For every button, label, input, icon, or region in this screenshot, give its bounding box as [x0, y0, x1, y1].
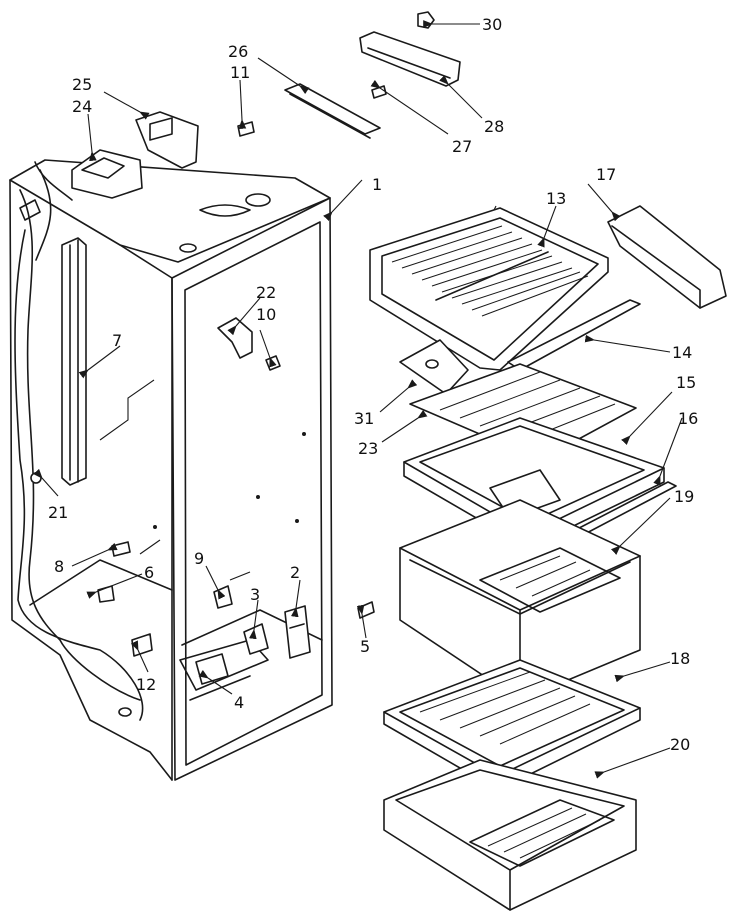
callout-28: 28: [484, 117, 504, 136]
callout-25: 25: [72, 75, 92, 94]
top-bracket-26: [284, 83, 381, 139]
light-housing: [71, 111, 199, 199]
vertical-shelf-rail: [61, 237, 87, 486]
crisper-cover-15: [403, 417, 665, 549]
bracket-3: [243, 623, 269, 655]
callout-26: 26: [228, 42, 248, 61]
wire-shelf-13: [369, 207, 609, 371]
callout-24: 24: [72, 97, 92, 116]
callout-14: 14: [672, 343, 692, 362]
door-bin-17: [607, 205, 727, 309]
callout-19: 19: [674, 487, 694, 506]
lower-drawer-20: [383, 759, 637, 911]
control-2: [284, 605, 311, 659]
callout-2: 2: [290, 563, 300, 582]
callout-3: 3: [250, 585, 260, 604]
callout-8: 8: [54, 557, 64, 576]
callout-22: 22: [256, 283, 276, 302]
callout-27: 27: [452, 137, 472, 156]
callout-labels: 30 26 11 25 24 28 27 1 17 13 22 10 7 14 …: [48, 15, 698, 754]
callout-11: 11: [230, 63, 250, 82]
leader-lines: [33, 20, 683, 779]
callout-17: 17: [596, 165, 616, 184]
screw-10: [265, 355, 281, 371]
callout-7: 7: [112, 331, 122, 350]
callout-30: 30: [482, 15, 502, 34]
bracket-22: [217, 317, 253, 359]
callout-12: 12: [136, 675, 156, 694]
callout-20: 20: [670, 735, 690, 754]
cabinet-liner: [9, 159, 333, 781]
callout-13: 13: [546, 189, 566, 208]
callout-9: 9: [194, 549, 204, 568]
top-bracket-28: [359, 11, 461, 87]
screw-27: [371, 85, 387, 99]
callout-10: 10: [256, 305, 276, 324]
callout-31: 31: [354, 409, 374, 428]
callout-5: 5: [360, 637, 370, 656]
screw-5: [357, 601, 375, 619]
callout-6: 6: [144, 563, 154, 582]
callout-23: 23: [358, 439, 378, 458]
clip-12: [131, 633, 153, 657]
callout-21: 21: [48, 503, 68, 522]
clip-9: [213, 585, 233, 609]
crisper-drawer-19: [399, 499, 641, 701]
screw-11: [237, 121, 255, 137]
screw-21: [30, 472, 42, 484]
light-shield-31: [399, 339, 469, 395]
callout-18: 18: [670, 649, 690, 668]
callout-16: 16: [678, 409, 698, 428]
callout-1: 1: [372, 175, 382, 194]
clip-8: [111, 541, 131, 557]
callout-15: 15: [676, 373, 696, 392]
callout-4: 4: [234, 693, 244, 712]
